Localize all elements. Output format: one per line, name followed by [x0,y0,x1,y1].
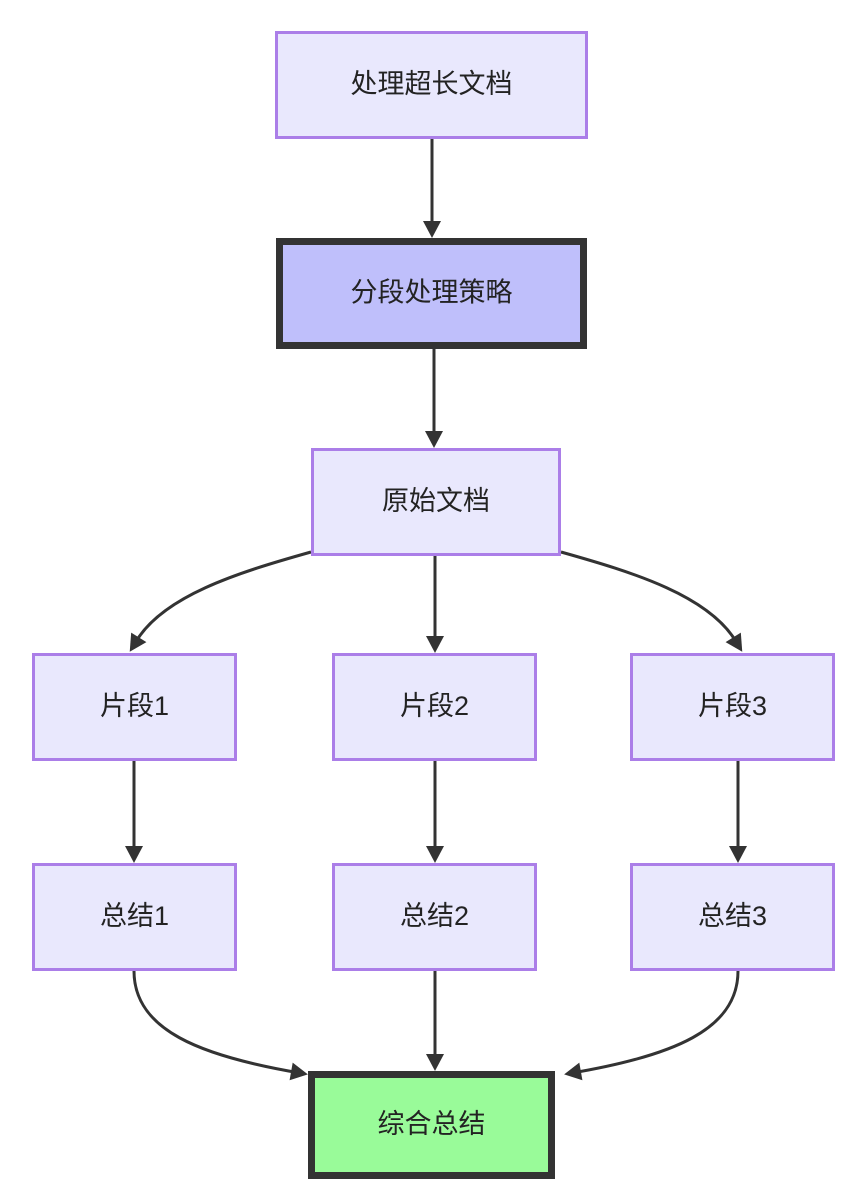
arrow-head-icon [729,846,747,863]
edge-n8-to-n10 [426,971,444,1071]
edge-n7-to-n10 [132,970,308,1081]
node-box[interactable] [32,863,237,971]
node-n7[interactable]: 总结1 [32,863,237,971]
edge-line [132,970,301,1075]
arrow-head-icon [125,846,143,863]
node-n6[interactable]: 片段3 [630,653,835,761]
arrow-head-icon [564,1062,583,1081]
arrow-head-icon [725,632,743,652]
node-label: 片段2 [400,691,469,721]
node-n10[interactable]: 综合总结 [308,1071,555,1179]
edge-n3-to-n4 [129,550,312,652]
edge-n6-to-n9 [729,761,747,863]
node-label: 综合总结 [378,1109,486,1139]
node-n1[interactable]: 处理超长文档 [275,31,588,139]
node-label: 片段1 [100,691,169,721]
node-label: 原始文档 [382,486,490,516]
arrow-head-icon [129,632,147,652]
node-n4[interactable]: 片段1 [32,653,237,761]
edges-layer [125,139,747,1081]
edge-n3-to-n6 [560,550,743,652]
node-box[interactable] [630,863,835,971]
node-box[interactable] [332,863,537,971]
node-box[interactable] [630,653,835,761]
node-n3[interactable]: 原始文档 [311,448,561,556]
node-box[interactable] [275,31,588,139]
node-label: 总结1 [100,901,169,931]
node-n2[interactable]: 分段处理策略 [276,238,587,349]
arrow-head-icon [423,221,441,238]
edge-n1-to-n2 [423,139,441,238]
node-n8[interactable]: 总结2 [332,863,537,971]
arrow-head-icon [426,1054,444,1071]
node-label: 分段处理策略 [351,278,513,308]
node-label: 总结3 [698,901,767,931]
arrow-head-icon [425,431,443,448]
node-box[interactable] [308,1071,555,1179]
edge-n2-to-n3 [425,349,443,448]
node-n5[interactable]: 片段2 [332,653,537,761]
edge-n4-to-n7 [125,761,143,863]
node-label: 处理超长文档 [351,69,513,99]
node-label: 总结2 [400,901,469,931]
node-box[interactable] [32,653,237,761]
node-label: 片段3 [698,691,767,721]
node-box[interactable] [332,653,537,761]
edge-n9-to-n10 [564,970,740,1081]
edge-line [560,550,740,646]
node-box[interactable] [311,448,561,556]
edge-n3-to-n5 [426,556,444,653]
node-n9[interactable]: 总结3 [630,863,835,971]
arrow-head-icon [426,846,444,863]
edge-line [571,970,740,1075]
node-box[interactable] [276,238,587,349]
arrow-head-icon [426,636,444,653]
edge-n5-to-n8 [426,761,444,863]
edge-line [132,550,312,646]
arrow-head-icon [289,1062,308,1081]
